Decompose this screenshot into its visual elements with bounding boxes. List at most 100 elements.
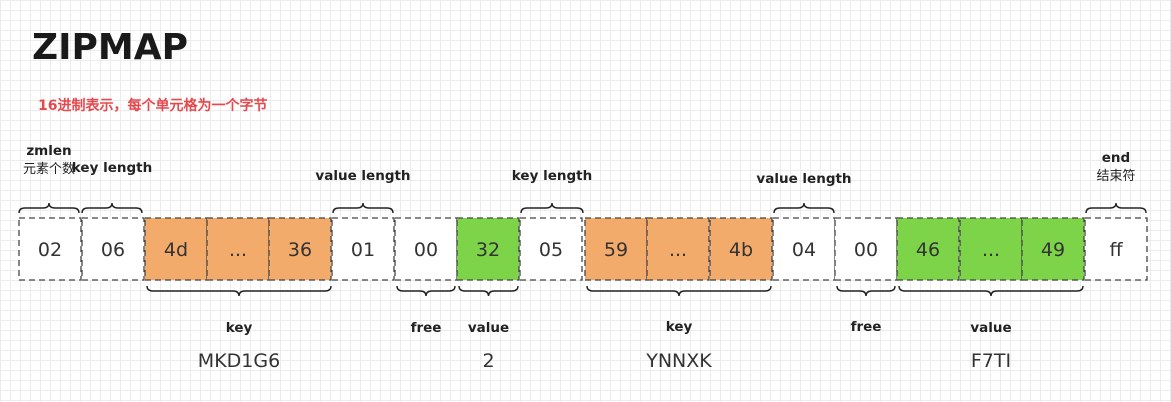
top-annotation-label: value length xyxy=(315,168,410,184)
byte-cell-box xyxy=(584,217,648,281)
top-annotation-label: value length xyxy=(756,171,851,187)
top-annotation-label: key length xyxy=(512,168,592,184)
byte-cell: 05 xyxy=(519,217,583,281)
byte-cell-box xyxy=(456,217,520,281)
byte-cell: ... xyxy=(959,217,1023,281)
byte-cell-box xyxy=(896,217,960,281)
byte-cell-box xyxy=(646,217,710,281)
bottom-annotation-label: free xyxy=(851,319,882,335)
brace-top xyxy=(773,202,835,214)
byte-cells: 02 06 4d... 36 01 00 32 05 59... 4b 04 00 46... 49 ff xyxy=(18,217,1148,281)
byte-cell-value: 01 xyxy=(351,239,375,261)
byte-cell: 04 xyxy=(772,217,836,281)
byte-cell-value: 04 xyxy=(792,239,816,261)
byte-cell-box xyxy=(709,217,773,281)
byte-cell-box xyxy=(1084,217,1148,281)
brace-bottom xyxy=(836,285,896,297)
byte-cell-box xyxy=(394,217,458,281)
byte-cell: 36 xyxy=(268,217,332,281)
byte-cell: 4d xyxy=(144,217,208,281)
byte-cell: 00 xyxy=(394,217,458,281)
bottom-annotation-label: key xyxy=(226,320,253,336)
byte-cell-box xyxy=(18,217,82,281)
byte-cell: 49 xyxy=(1021,217,1085,281)
byte-cell: 59 xyxy=(584,217,648,281)
byte-cell-value: 00 xyxy=(854,239,878,261)
byte-cell-box xyxy=(206,217,270,281)
brace-bottom xyxy=(396,285,456,297)
brace-bottom xyxy=(586,285,772,297)
byte-cell: 06 xyxy=(81,217,145,281)
byte-cell-value: 59 xyxy=(604,239,628,261)
byte-cell-box xyxy=(331,217,395,281)
subtitle: 16进制表示，每个单元格为一个字节 xyxy=(38,97,267,114)
top-annotation-label: 结束符 xyxy=(1096,168,1135,184)
byte-cell-box xyxy=(772,217,836,281)
byte-cell-value: 49 xyxy=(1041,239,1065,261)
byte-cell-value: ... xyxy=(229,239,247,261)
byte-cell: ff xyxy=(1084,217,1148,281)
byte-cell: 00 xyxy=(834,217,898,281)
brace-bottom xyxy=(898,285,1084,297)
byte-cell-value: 46 xyxy=(916,239,940,261)
top-annotation: zmlen 元素个数 xyxy=(18,143,80,214)
brace-top xyxy=(1085,202,1147,214)
brace-top xyxy=(18,202,80,214)
bottom-annotation-label: value xyxy=(970,320,1011,336)
byte-cell-value: 00 xyxy=(414,239,438,261)
page-title: ZIPMAP xyxy=(32,27,188,68)
byte-cell-value: 32 xyxy=(476,239,500,261)
decoded-value: YNNXK xyxy=(645,350,712,372)
byte-cell: 32 xyxy=(456,217,520,281)
byte-cell-box xyxy=(81,217,145,281)
byte-cell: ... xyxy=(206,217,270,281)
top-annotation-label: zmlen xyxy=(26,143,71,159)
brace-top xyxy=(520,202,584,214)
top-annotation: value length xyxy=(756,171,852,214)
bottom-annotation: free xyxy=(396,285,456,336)
top-annotation: key length xyxy=(512,168,592,214)
top-annotation: end 结束符 xyxy=(1085,150,1147,214)
byte-cell-value: 05 xyxy=(539,239,563,261)
decoded-value: 2 xyxy=(482,350,494,372)
byte-cell-value: ff xyxy=(1109,239,1123,261)
top-annotation-label: end xyxy=(1102,150,1130,166)
top-annotation-label: 元素个数 xyxy=(23,162,75,177)
top-annotation: value length xyxy=(315,168,411,214)
byte-cell: 4b xyxy=(709,217,773,281)
brace-bottom xyxy=(146,285,332,297)
bottom-annotation: value 2 xyxy=(458,285,519,372)
brace-bottom xyxy=(458,285,519,297)
brace-top xyxy=(81,202,143,214)
byte-cell-value: 4d xyxy=(164,239,188,261)
byte-cell: 02 xyxy=(18,217,82,281)
top-annotation-label: key length xyxy=(72,160,152,176)
bottom-annotation-label: free xyxy=(411,320,442,336)
top-annotation: key length xyxy=(72,160,152,214)
byte-cell-box xyxy=(1021,217,1085,281)
decoded-value: MKD1G6 xyxy=(198,350,280,372)
brace-top xyxy=(332,202,394,214)
byte-cell-value: ... xyxy=(669,239,687,261)
byte-cell-value: 02 xyxy=(38,239,62,261)
byte-cell-value: 36 xyxy=(288,239,312,261)
byte-cell-value: 06 xyxy=(101,239,125,261)
byte-cell-box xyxy=(268,217,332,281)
bottom-annotation-label: value xyxy=(468,320,509,336)
byte-cell-value: ... xyxy=(982,239,1000,261)
decoded-value: F7TI xyxy=(971,350,1011,372)
byte-cell-box xyxy=(519,217,583,281)
byte-cell: ... xyxy=(646,217,710,281)
bottom-annotation: free xyxy=(836,285,896,335)
byte-cell-box xyxy=(834,217,898,281)
byte-cell: 46 xyxy=(896,217,960,281)
byte-cell: 01 xyxy=(331,217,395,281)
byte-cell-value: 4b xyxy=(729,239,753,261)
bottom-annotation-label: key xyxy=(666,319,693,335)
